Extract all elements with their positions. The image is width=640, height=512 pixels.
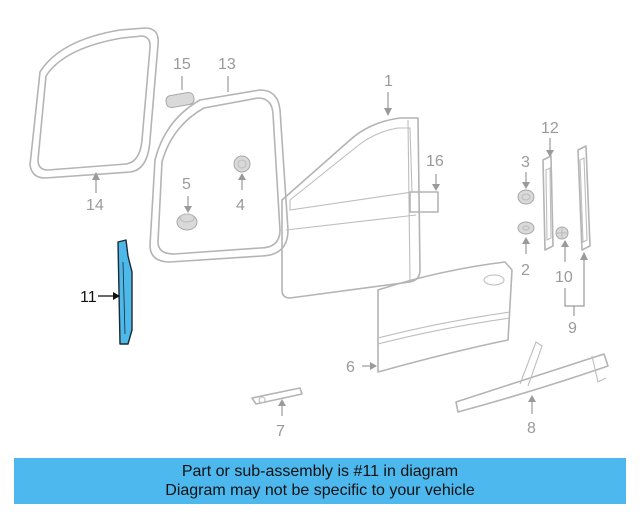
banner-line-1: Part or sub-assembly is #11 in diagram	[181, 463, 459, 480]
part-16-label[interactable]	[409, 191, 439, 213]
part-7-bracket[interactable]	[251, 387, 303, 405]
arrow-14	[92, 172, 100, 180]
arrow-11	[113, 292, 120, 300]
part-11-highlighted[interactable]	[117, 239, 133, 345]
callout-2[interactable]: 2	[521, 262, 530, 279]
part-1-door-shell[interactable]	[281, 117, 421, 299]
callout-6[interactable]: 6	[346, 359, 355, 376]
callout-16[interactable]: 16	[426, 153, 444, 170]
part-15-clip[interactable]	[165, 91, 195, 109]
part-12-garnish[interactable]	[542, 155, 554, 251]
arrow-3	[522, 182, 530, 189]
part-9-pillar-garnish[interactable]	[577, 145, 591, 251]
callout-14[interactable]: 14	[86, 197, 104, 214]
part-4-grommet[interactable]	[233, 155, 251, 173]
arrow-1	[384, 108, 392, 116]
arrow-8	[528, 395, 536, 402]
arrow-2	[522, 237, 530, 244]
arrow-6	[370, 362, 377, 370]
callout-9[interactable]: 9	[568, 320, 577, 337]
part-8-rocker-molding[interactable]	[455, 341, 609, 413]
part-10-retainer[interactable]	[555, 226, 569, 240]
callout-4[interactable]: 4	[236, 197, 245, 214]
arrow-9	[580, 252, 588, 260]
callout-1[interactable]: 1	[384, 73, 393, 90]
callout-3[interactable]: 3	[521, 154, 530, 171]
callout-11[interactable]: 11	[80, 289, 97, 306]
banner-line-2: Diagram may not be specific to your vehi…	[165, 482, 475, 499]
part-14-weatherstrip[interactable]	[29, 27, 160, 179]
part-13-door-weatherstrip[interactable]	[149, 89, 289, 263]
arrow-5	[184, 206, 192, 213]
callout-5[interactable]: 5	[182, 176, 191, 193]
part-3-bumper[interactable]	[517, 189, 535, 205]
arrow-12	[546, 150, 554, 157]
parts-diagram: 14 13 15 5 4 1 16	[29, 27, 609, 440]
info-banner: Part or sub-assembly is #11 in diagram D…	[14, 458, 626, 504]
callout-12[interactable]: 12	[541, 120, 559, 137]
arrow-4	[238, 173, 246, 180]
part-5-plug[interactable]	[176, 213, 198, 231]
arrow-16	[432, 184, 440, 191]
callout-7[interactable]: 7	[276, 423, 285, 440]
callout-10[interactable]: 10	[555, 269, 573, 286]
arrow-10	[561, 240, 569, 247]
part-2-bumper[interactable]	[517, 221, 535, 235]
arrow-7	[278, 399, 286, 406]
callout-13[interactable]: 13	[218, 56, 236, 73]
part-6-outer-panel[interactable]	[377, 261, 513, 373]
callout-8[interactable]: 8	[527, 420, 536, 437]
callout-15[interactable]: 15	[173, 56, 191, 73]
